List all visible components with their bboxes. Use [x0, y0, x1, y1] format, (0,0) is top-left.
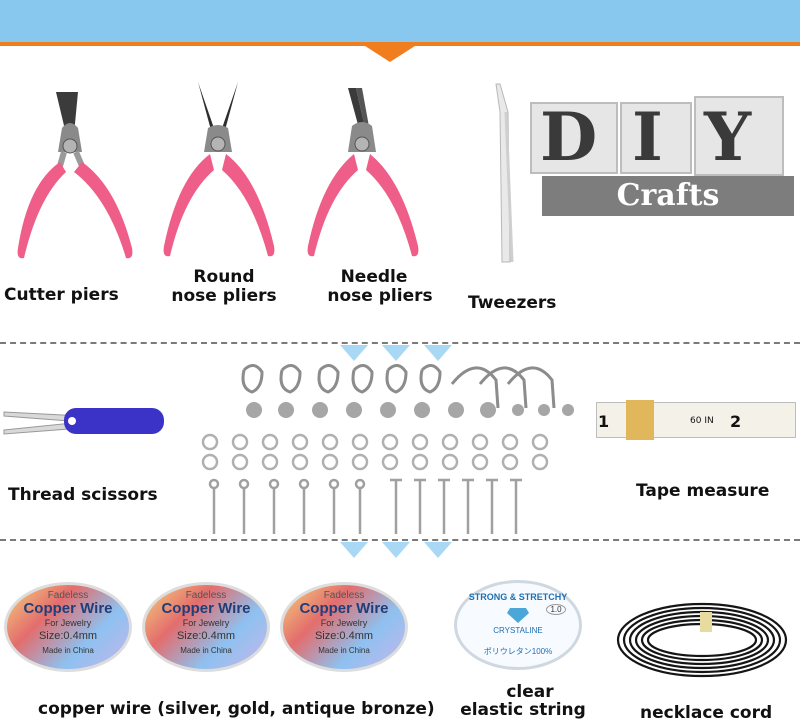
tape-measure-tab: [626, 400, 654, 440]
necklace-cord-image: [616, 602, 788, 678]
spool-size: Size:0.4mm: [314, 630, 374, 642]
thread-scissors-image: [3, 408, 164, 435]
label-tweezers: Tweezers: [468, 293, 557, 313]
spool-brand: Fadeless: [47, 590, 89, 601]
spool-title: Copper Wire: [23, 600, 113, 617]
diy-letter-d: D: [540, 98, 598, 176]
down-arrows-icon: [340, 542, 452, 558]
spool-brand: Fadeless: [323, 590, 365, 601]
elastic-bottom-text: ポリウレタン100%: [483, 647, 553, 656]
elastic-size: 1.0: [546, 604, 566, 615]
cutter-pliers-image: [17, 92, 133, 259]
label-necklace-cord: necklace cord: [640, 703, 773, 723]
label-tape-measure: Tape measure: [636, 481, 770, 501]
crafts-ribbon: Crafts: [542, 176, 794, 216]
copper-wire-spool: [142, 582, 270, 672]
diamond-icon: [507, 608, 529, 623]
top-banner: [0, 0, 800, 44]
spool-sub: For Jewelry: [320, 618, 368, 628]
spool-size: Size:0.4mm: [176, 630, 236, 642]
label-clear-line2: elastic string: [460, 700, 586, 720]
diy-letter-i: I: [632, 98, 663, 176]
copper-wire-spool: [280, 582, 408, 672]
label-needle-line2: nose pliers: [327, 286, 433, 306]
needle-nose-pliers-image: [307, 88, 419, 257]
section-divider: [0, 539, 800, 541]
label-clear-line1: clear: [506, 682, 554, 702]
elastic-string-spool: [454, 580, 582, 670]
label-thread-scissors: Thread scissors: [8, 485, 158, 505]
spool-title: Copper Wire: [161, 600, 251, 617]
spool-sub: For Jewelry: [44, 618, 92, 628]
round-nose-pliers-image: [163, 82, 275, 257]
label-needle-line1: Needle: [340, 267, 408, 287]
tweezers-image: [495, 83, 514, 263]
spool-title: Copper Wire: [299, 600, 389, 617]
label-copper-wire: copper wire (silver, gold, antique bronz…: [38, 699, 435, 719]
label-round-line1: Round: [193, 267, 255, 287]
spool-brand: Fadeless: [185, 590, 227, 601]
spool-size: Size:0.4mm: [38, 630, 98, 642]
accent-notch: [362, 44, 418, 62]
spool-made: Made in China: [42, 646, 94, 655]
tape-mark-60in: 60 IN: [690, 416, 714, 426]
diy-letter-tile: [694, 96, 784, 176]
spool-made: Made in China: [180, 646, 232, 655]
diy-letter-tile: [530, 102, 618, 174]
down-arrows-icon: [340, 345, 452, 361]
section-divider: [0, 342, 800, 344]
elastic-arc-text: STRONG & STRETCHY: [468, 592, 568, 602]
label-cutter-piers: Cutter piers: [4, 285, 119, 305]
label-round-line2: nose pliers: [171, 286, 277, 306]
findings-assortment-image: [201, 364, 574, 534]
tape-mark-1: 1: [598, 412, 610, 431]
spool-made: Made in China: [318, 646, 370, 655]
spool-sub: For Jewelry: [182, 618, 230, 628]
tape-mark-2: 2: [730, 412, 742, 431]
copper-wire-spool: [4, 582, 132, 672]
diy-letter-tile: [620, 102, 692, 174]
elastic-mid-text: CRYSTALINE: [493, 626, 543, 635]
diy-letter-y: Y: [704, 98, 752, 176]
